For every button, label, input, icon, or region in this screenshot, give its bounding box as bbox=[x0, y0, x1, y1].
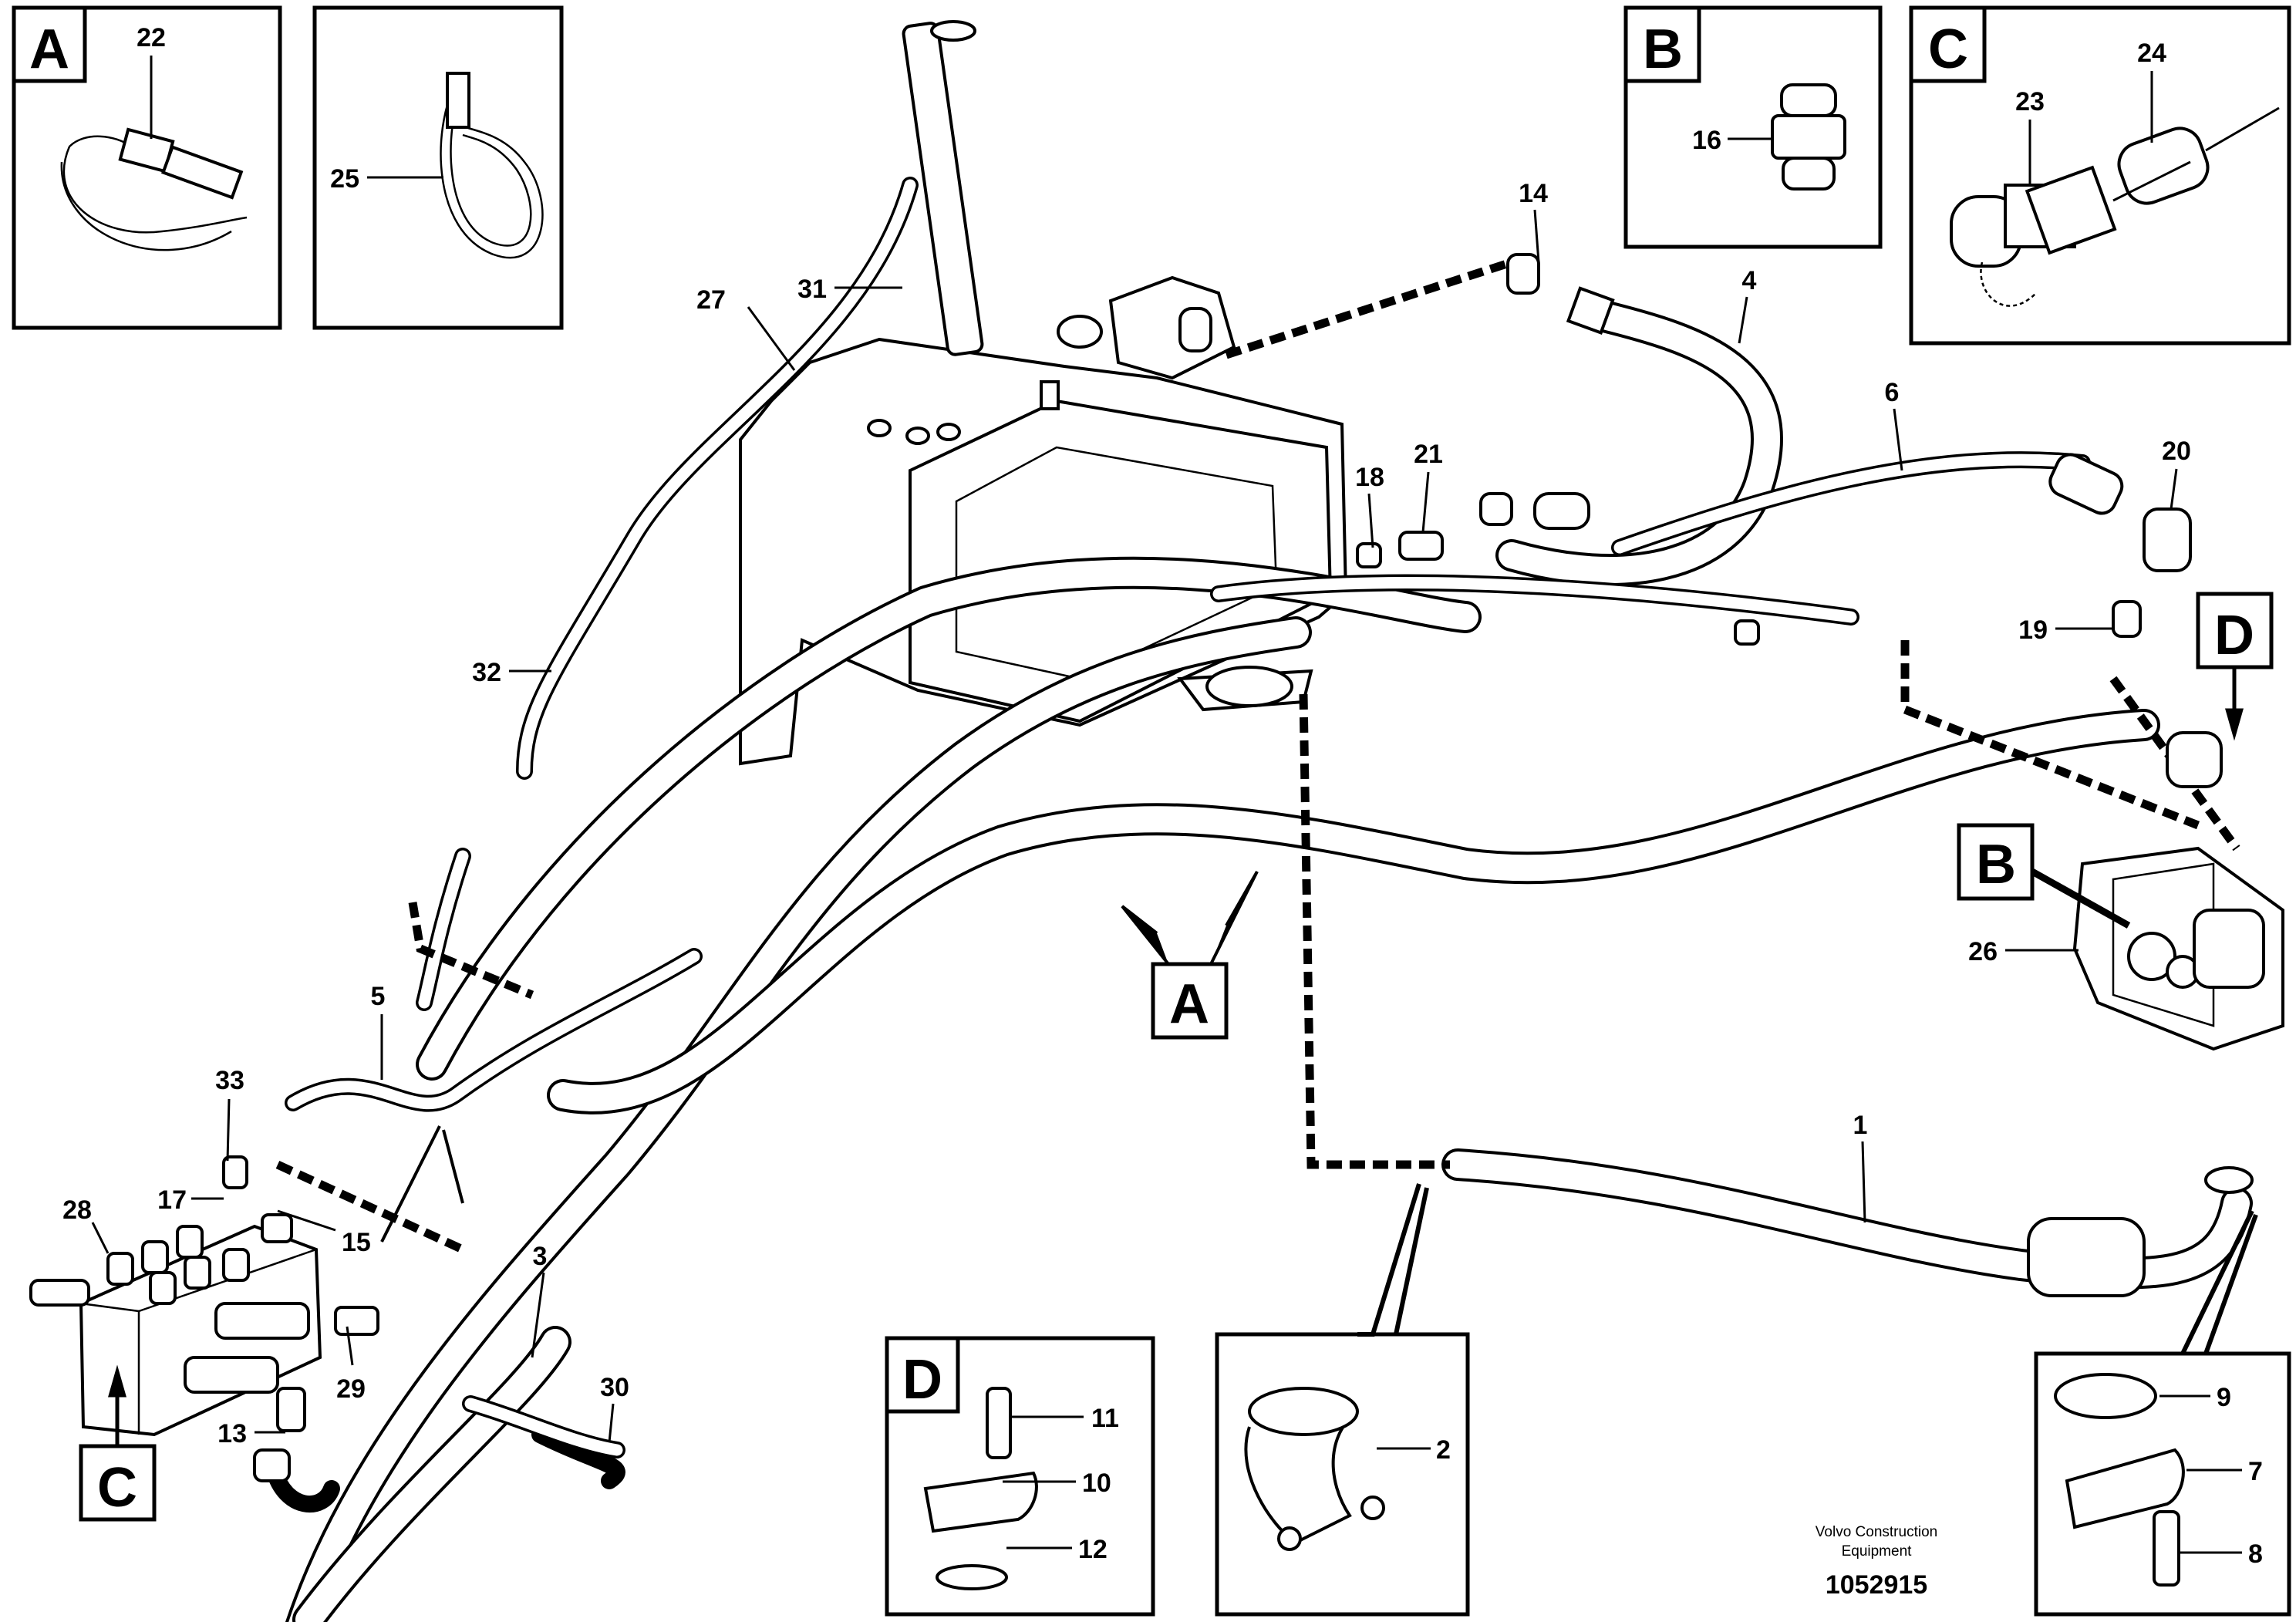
svg-text:19: 19 bbox=[2018, 615, 2048, 645]
svg-text:14: 14 bbox=[1519, 179, 1548, 208]
svg-text:D: D bbox=[2214, 605, 2254, 666]
view-letter-d-inset: D bbox=[902, 1349, 942, 1411]
svg-text:20: 20 bbox=[2162, 437, 2191, 466]
suction-hoses bbox=[285, 300, 2253, 1622]
svg-text:1: 1 bbox=[1853, 1111, 1868, 1140]
inset-a-hose-clamp: A 22 bbox=[12, 5, 282, 330]
gear-pump bbox=[2072, 846, 2284, 1051]
svg-text:23: 23 bbox=[2015, 87, 2045, 116]
svg-text:5: 5 bbox=[371, 982, 386, 1011]
inset-cable-tie: 25 bbox=[312, 5, 564, 330]
svg-text:33: 33 bbox=[215, 1066, 244, 1095]
svg-text:16: 16 bbox=[1692, 126, 1721, 155]
svg-text:B: B bbox=[1976, 834, 2016, 895]
svg-text:29: 29 bbox=[336, 1374, 366, 1404]
svg-text:18: 18 bbox=[1355, 463, 1384, 492]
svg-text:30: 30 bbox=[600, 1373, 629, 1402]
footer: Volvo Construction Equipment 1052915 bbox=[1816, 1524, 1937, 1600]
svg-text:7: 7 bbox=[2248, 1457, 2263, 1486]
svg-text:10: 10 bbox=[1082, 1469, 1111, 1498]
svg-text:4: 4 bbox=[1742, 266, 1757, 295]
inset-b-adapter: B 16 bbox=[1623, 5, 1883, 249]
svg-text:15: 15 bbox=[342, 1228, 371, 1257]
inset-c-quick-coupling: C 23 24 bbox=[1909, 5, 2291, 346]
footer-company-2: Equipment bbox=[1842, 1543, 1913, 1560]
svg-text:24: 24 bbox=[2137, 39, 2166, 68]
svg-text:13: 13 bbox=[217, 1419, 247, 1448]
view-letter-b: B bbox=[1643, 19, 1683, 80]
svg-text:8: 8 bbox=[2248, 1539, 2263, 1569]
svg-text:2: 2 bbox=[1436, 1435, 1451, 1465]
svg-text:9: 9 bbox=[2217, 1383, 2231, 1412]
inset-d-clamp-right: 9 7 8 bbox=[2034, 1351, 2291, 1617]
svg-text:32: 32 bbox=[472, 658, 501, 687]
dashed-connections bbox=[275, 258, 2240, 1253]
svg-text:25: 25 bbox=[330, 164, 359, 194]
svg-text:27: 27 bbox=[696, 285, 726, 315]
inset-d-clamp-left: D 11 10 12 bbox=[885, 1336, 1155, 1617]
view-flag-d: D bbox=[2196, 592, 2274, 741]
callouts-main: 1 3 4 5 6 33 17 15 28 29 13 30 32 27 31 … bbox=[62, 179, 2191, 1448]
view-flag-c: C bbox=[79, 1364, 157, 1522]
svg-text:28: 28 bbox=[62, 1195, 92, 1225]
svg-text:12: 12 bbox=[1078, 1535, 1108, 1564]
svg-text:17: 17 bbox=[157, 1185, 187, 1215]
svg-text:6: 6 bbox=[1885, 378, 1900, 407]
view-letter-a: A bbox=[29, 19, 69, 80]
footer-company: Volvo Construction bbox=[1816, 1524, 1937, 1540]
inset-pointers bbox=[380, 1125, 2258, 1355]
inset-hose-clamp-2: 2 bbox=[1215, 1332, 1470, 1617]
svg-text:C: C bbox=[97, 1457, 137, 1519]
fittings-upper bbox=[1356, 253, 2254, 1194]
svg-text:11: 11 bbox=[1091, 1404, 1119, 1433]
drawing-number: 1052915 bbox=[1826, 1570, 1927, 1600]
svg-text:31: 31 bbox=[797, 275, 827, 304]
control-valve bbox=[29, 1155, 379, 1513]
view-letter-c: C bbox=[1928, 19, 1968, 80]
view-flag-a: A bbox=[1121, 871, 1259, 1040]
thin-hoses bbox=[285, 177, 2091, 1489]
svg-text:A: A bbox=[1169, 973, 1209, 1035]
svg-text:21: 21 bbox=[1414, 440, 1443, 469]
svg-text:22: 22 bbox=[137, 23, 166, 52]
view-flag-b: B bbox=[1957, 823, 2131, 929]
svg-text:26: 26 bbox=[1968, 937, 1998, 966]
svg-text:3: 3 bbox=[533, 1242, 548, 1271]
